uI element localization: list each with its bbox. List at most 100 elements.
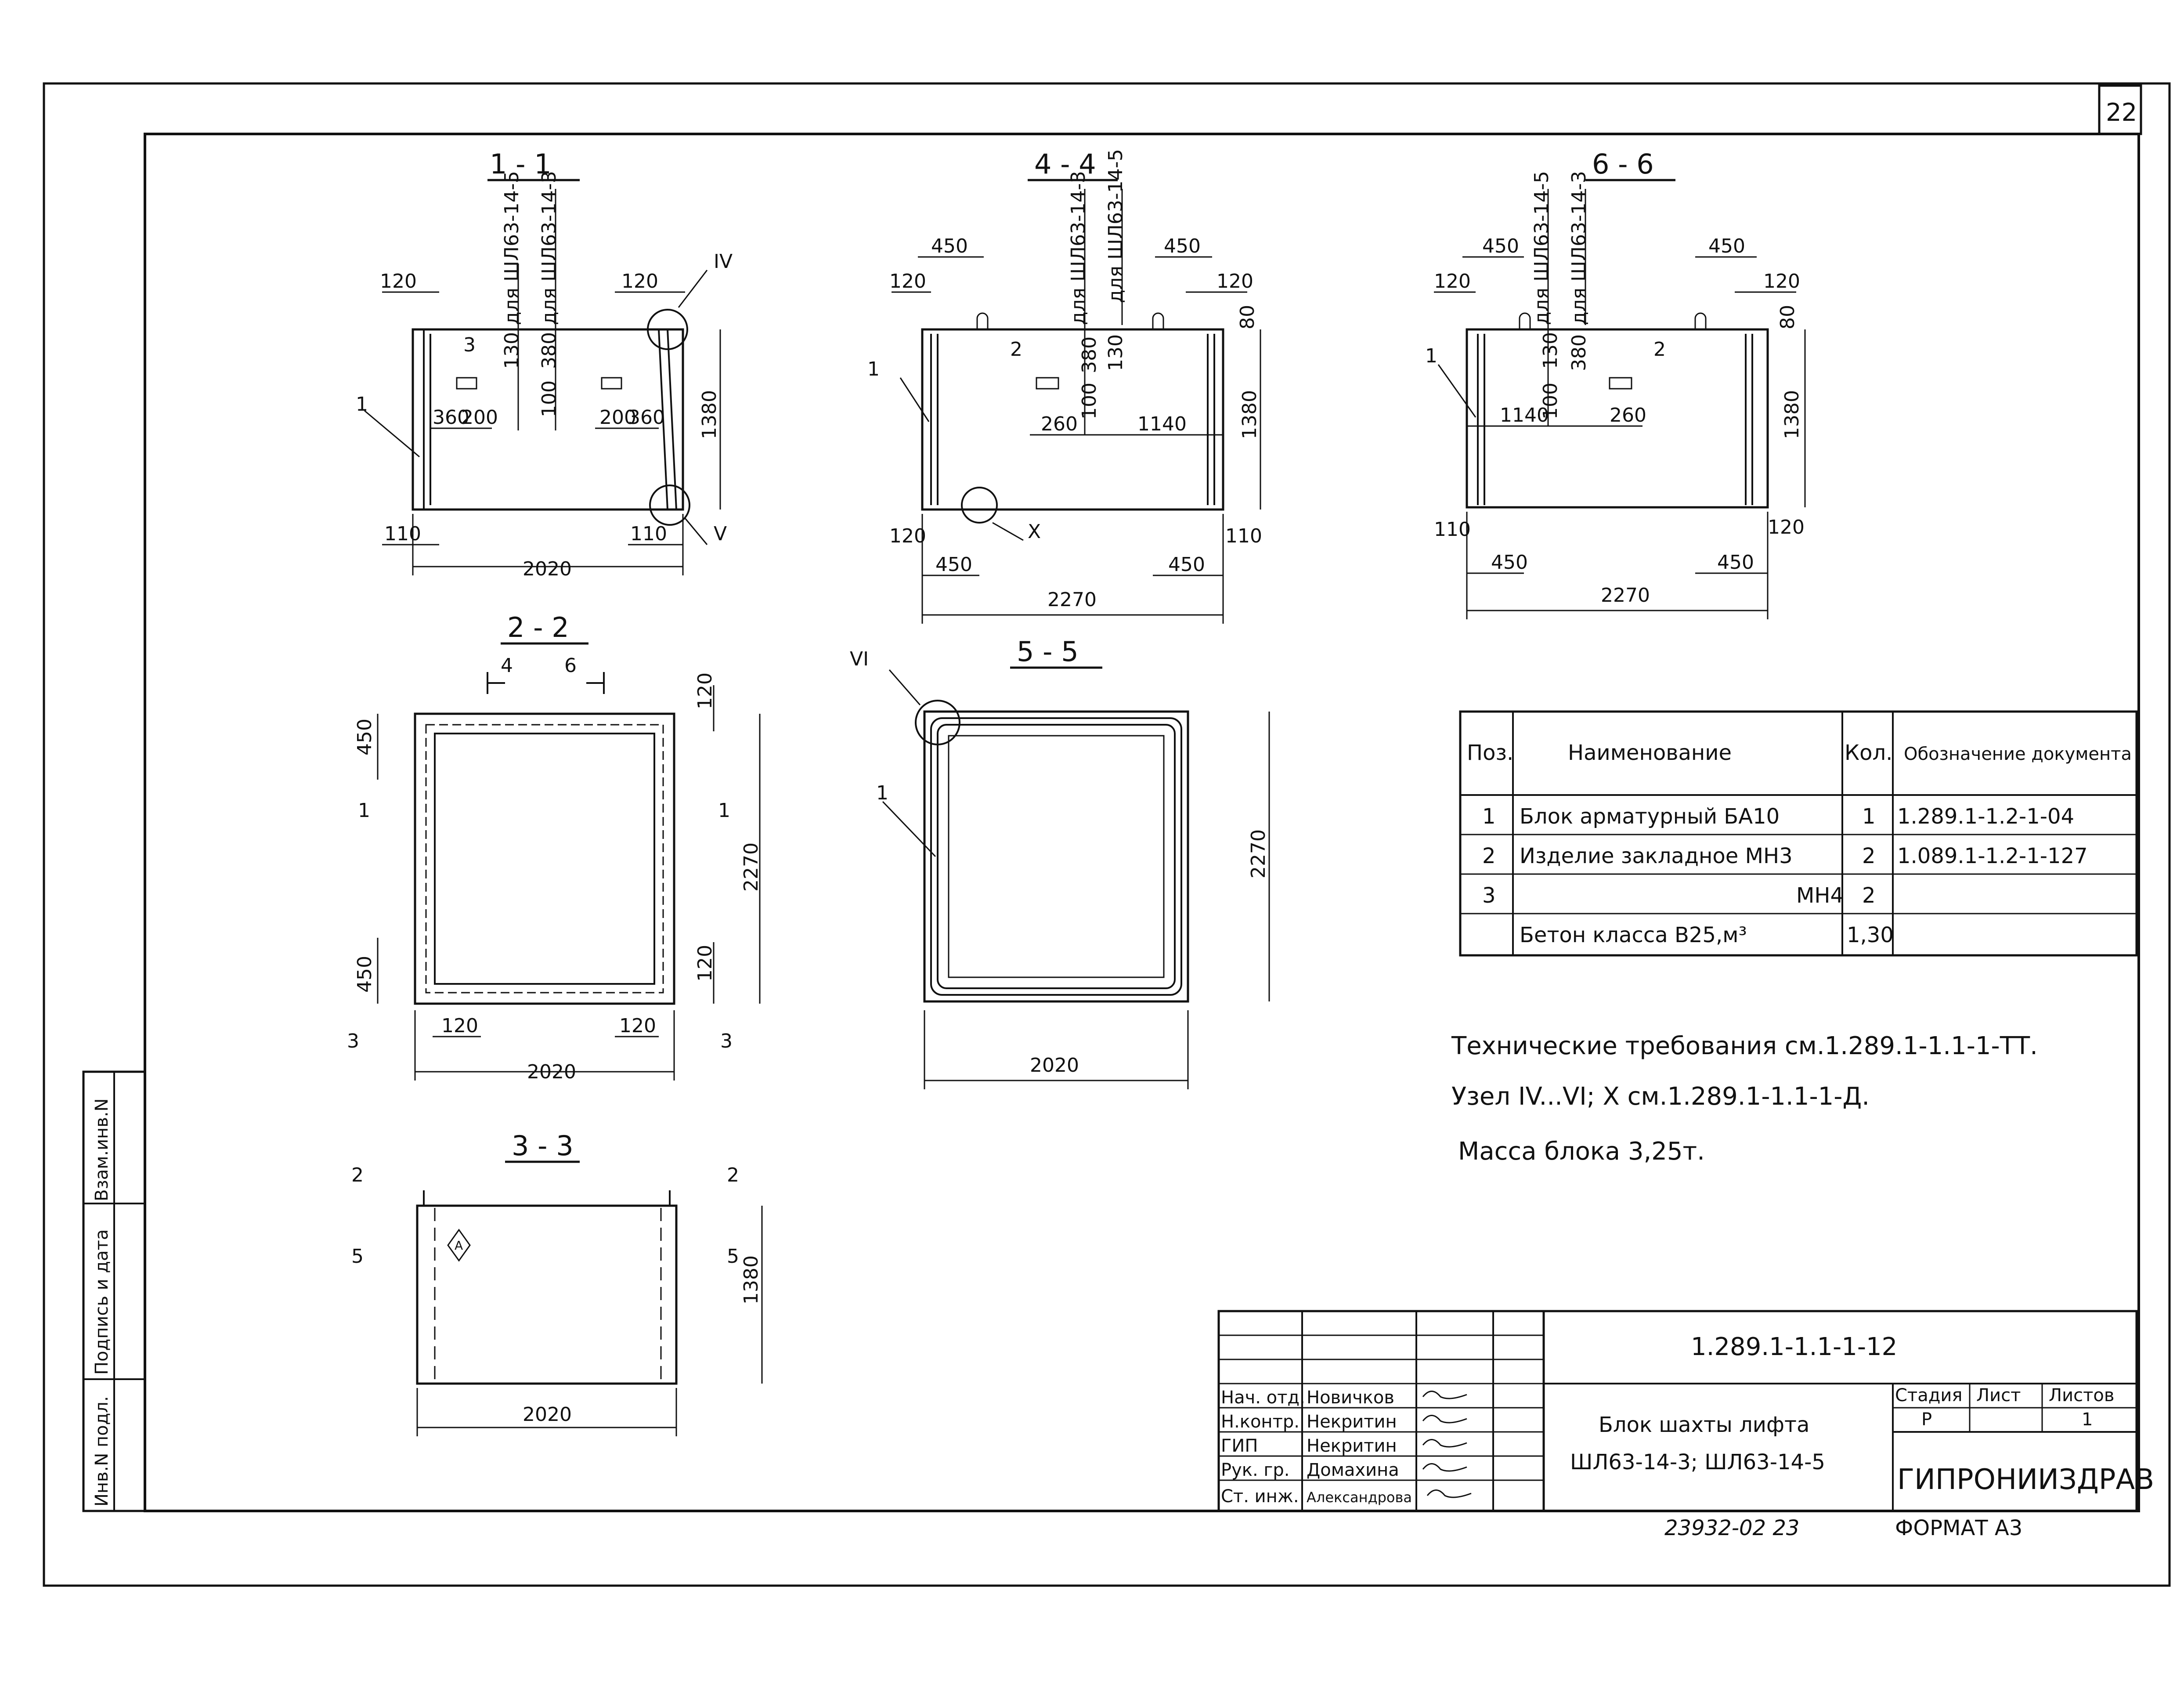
svg-text:120: 120 [441,1015,478,1037]
spec-row-pos: 3 [1482,883,1496,908]
sheet-format: ФОРМАТ А3 [1895,1516,2022,1540]
stamp-sign: Подпись и дата [92,1229,112,1375]
svg-text:110: 110 [384,523,421,545]
svg-text:360: 360 [433,406,469,429]
tb-product-sub: ШЛ63-14-3; ШЛ63-14-5 [1570,1450,1825,1475]
node-circle [915,700,960,745]
section-4-4: 4 - 4 2270 1380 450 120 450 120 80 для Ш… [867,148,1262,624]
spec-row-name: МН4 [1796,883,1844,908]
section-6-6: 6 - 6 2270 1380 450 120 450 120 80 для Ш… [1425,148,1806,619]
dim-height: 1380 [1238,390,1261,439]
svg-text:450: 450 [1708,235,1745,257]
svg-text:80: 80 [1236,305,1259,329]
svg-text:3: 3 [463,334,476,356]
notes: Технические требования см.1.289.1-1.1-1-… [1451,1032,2038,1166]
svg-text:450: 450 [931,235,968,257]
svg-text:450: 450 [1717,551,1754,574]
svg-text:1: 1 [358,799,370,822]
signature [1426,1489,1472,1498]
svg-text:130: 130 [1105,334,1127,371]
node-circle-bot [649,484,690,526]
tb-code: 1.289.1-1.1-1-12 [1691,1333,1897,1361]
svg-text:450: 450 [1164,235,1201,257]
svg-text:для ШЛ63-14-3: для ШЛ63-14-3 [538,171,560,325]
svg-text:1: 1 [867,358,880,380]
tb-name: Александрова [1307,1489,1412,1506]
signature [1422,1463,1467,1472]
tb-role: Рук. гр. [1221,1460,1290,1480]
svg-text:для ШЛ63-14-3: для ШЛ63-14-3 [1067,171,1090,325]
dim-width: 2020 [527,1061,576,1083]
svg-text:для ШЛ63-14-3: для ШЛ63-14-3 [1568,171,1590,325]
tb-org: ГИПРОНИИЗДРАВ [1897,1464,2154,1496]
svg-text:360: 360 [628,406,665,429]
spec-row-qty: 2 [1862,883,1876,908]
svg-text:1: 1 [876,782,888,804]
dim-width: 2020 [523,1403,572,1426]
svg-text:380: 380 [1078,336,1101,373]
tb-name: Новичков [1307,1388,1394,1408]
dim-width: 2020 [1030,1054,1079,1077]
spec-row-name: Изделие закладное МН3 [1520,844,1793,868]
svg-text:4: 4 [501,654,513,677]
dim-height: 1380 [1781,390,1803,439]
spec-header-doc: Обозначение документа [1904,744,2132,764]
svg-text:80: 80 [1776,305,1799,329]
spec-row-pos: 2 [1482,844,1496,868]
page-number: 22 [2106,98,2137,127]
section-1-1: 1 - 1 2020 1380 120 120 110 110 360 200 … [356,148,733,580]
spec-header-qty: Кол. [1845,741,1892,765]
svg-text:120: 120 [1768,516,1805,538]
inner-frame [144,133,2140,1512]
section-3-3: 3 - 3 А 2 2 5 5 1380 2020 [351,1130,763,1436]
spec-row-doc: 1.089.1-1.2-1-127 [1897,844,2088,868]
dim-width: 2270 [1601,584,1650,607]
spec-row-qty: 2 [1862,844,1876,868]
svg-text:1: 1 [718,799,730,822]
svg-text:120: 120 [619,1015,656,1037]
dim-height: 1380 [698,390,721,439]
tb-sheets-label: Листов [2049,1385,2114,1406]
section-title: 1 - 1 [490,148,552,180]
svg-text:120: 120 [621,270,658,293]
section-title: 5 - 5 [1017,636,1079,668]
title-block: Нач. отд. Новичков Н.контр. Некритин ГИП… [1217,1310,2154,1512]
block-outline [414,712,675,1005]
tb-name: Домахина [1307,1460,1399,1480]
dim-width: 2020 [523,558,572,580]
note-line: Узел IV...VI; X см.1.289.1-1.1-1-Д. [1451,1082,1870,1111]
stamp-vzam: Взам.инв.N [92,1099,112,1201]
svg-text:5: 5 [351,1245,364,1268]
svg-text:VI: VI [850,648,869,670]
svg-text:X: X [1028,520,1041,543]
svg-text:200: 200 [461,406,498,429]
svg-text:2: 2 [727,1164,739,1186]
svg-text:120: 120 [694,672,716,709]
spec-row-qty: 1 [1862,804,1876,829]
stamp-inv: Инв.N подл. [92,1396,112,1507]
svg-text:1: 1 [356,393,368,416]
note-line: Масса блока 3,25т. [1458,1137,1705,1166]
svg-text:380: 380 [538,332,560,369]
svg-text:260: 260 [1610,404,1646,426]
tb-product-title: Блок шахты лифта [1599,1413,1809,1437]
tb-sheets: 1 [2082,1409,2093,1430]
tb-sheet-label: Лист [1976,1385,2021,1406]
svg-text:100: 100 [1078,383,1101,419]
svg-text:6: 6 [564,654,577,677]
tb-name: Некритин [1307,1436,1397,1456]
svg-text:3: 3 [347,1030,359,1052]
section-title: 3 - 3 [512,1130,574,1162]
svg-text:120: 120 [380,270,417,293]
svg-text:2: 2 [1010,338,1022,361]
archive-number: 23932-02 23 [1664,1516,1799,1540]
outer-frame [43,82,2171,1587]
svg-text:130: 130 [1539,332,1562,369]
svg-text:110: 110 [630,523,667,545]
svg-text:V: V [714,523,727,545]
spec-header-name: Наименование [1568,741,1732,765]
block-outline [412,328,684,511]
svg-text:120: 120 [889,525,926,547]
svg-text:3: 3 [720,1030,733,1052]
